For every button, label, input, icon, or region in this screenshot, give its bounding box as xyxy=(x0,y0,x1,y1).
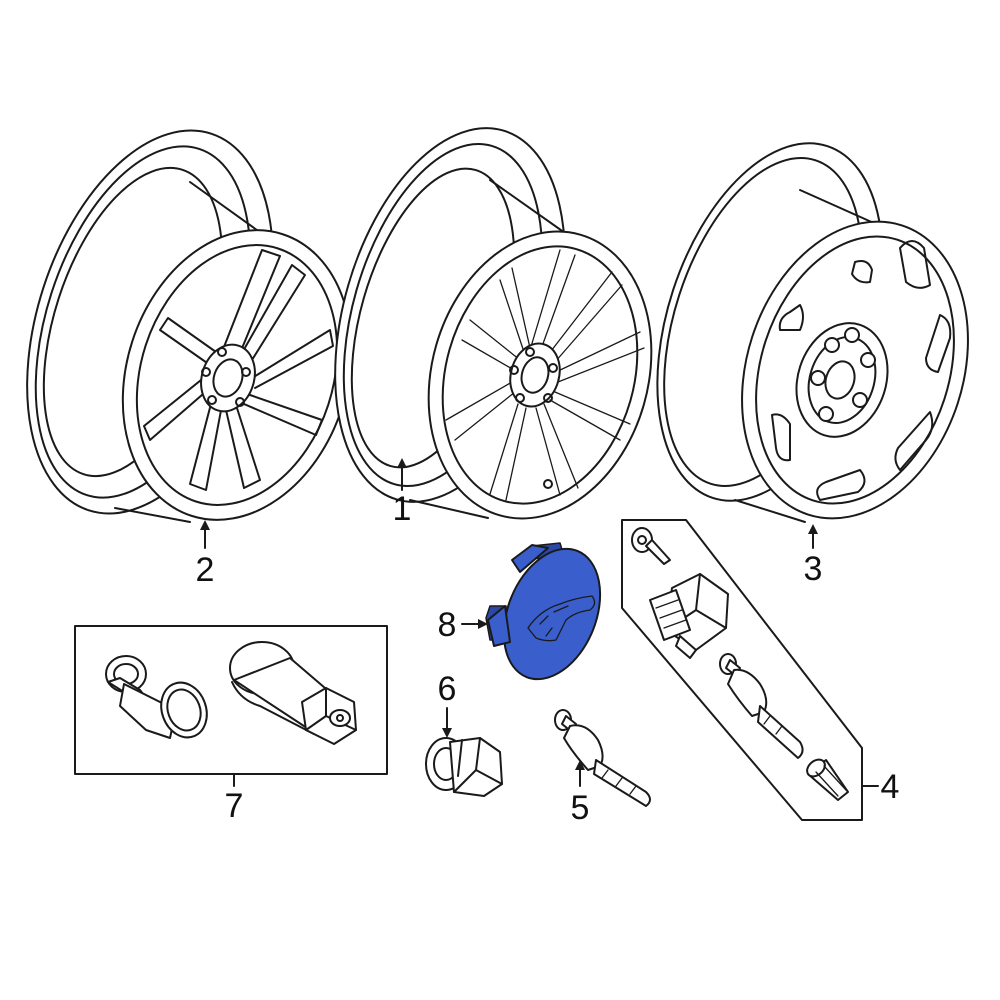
callout-8-label: 8 xyxy=(438,606,457,644)
callout-5: 5 xyxy=(571,760,590,827)
lug-nut-6[interactable] xyxy=(425,737,503,797)
tpms-kit-4[interactable] xyxy=(621,519,863,821)
callout-8: 8 xyxy=(438,606,488,644)
tpms-valve-stem xyxy=(719,653,804,759)
wheel-lock-nut xyxy=(105,655,208,739)
wheel-1-multi-spoke[interactable] xyxy=(295,101,684,545)
callout-4: 4 xyxy=(861,768,900,806)
valve-stem-5[interactable] xyxy=(554,709,651,807)
callout-6-label: 6 xyxy=(438,670,457,708)
callout-7: 7 xyxy=(225,773,244,825)
wheel-lock-key xyxy=(229,641,357,745)
callout-4-label: 4 xyxy=(881,768,900,806)
callout-1-label: 1 xyxy=(393,490,412,528)
wheel-lock-kit-7[interactable] xyxy=(74,625,388,775)
callout-3: 3 xyxy=(804,524,823,588)
tpms-screw xyxy=(631,527,671,565)
callout-2: 2 xyxy=(196,520,215,589)
callout-1: 1 xyxy=(393,458,412,528)
tpms-valve-cap xyxy=(806,758,849,801)
tpms-sensor xyxy=(649,573,729,659)
callout-7-label: 7 xyxy=(225,787,244,825)
callout-3-label: 3 xyxy=(804,550,823,588)
callout-5-label: 5 xyxy=(571,789,590,827)
callout-2-label: 2 xyxy=(196,551,215,589)
wheel-2-split-spoke[interactable] xyxy=(0,99,387,550)
wheel-3-steel[interactable] xyxy=(616,115,1000,548)
center-cap-8-highlighted[interactable] xyxy=(485,534,619,693)
callout-6: 6 xyxy=(438,670,457,738)
